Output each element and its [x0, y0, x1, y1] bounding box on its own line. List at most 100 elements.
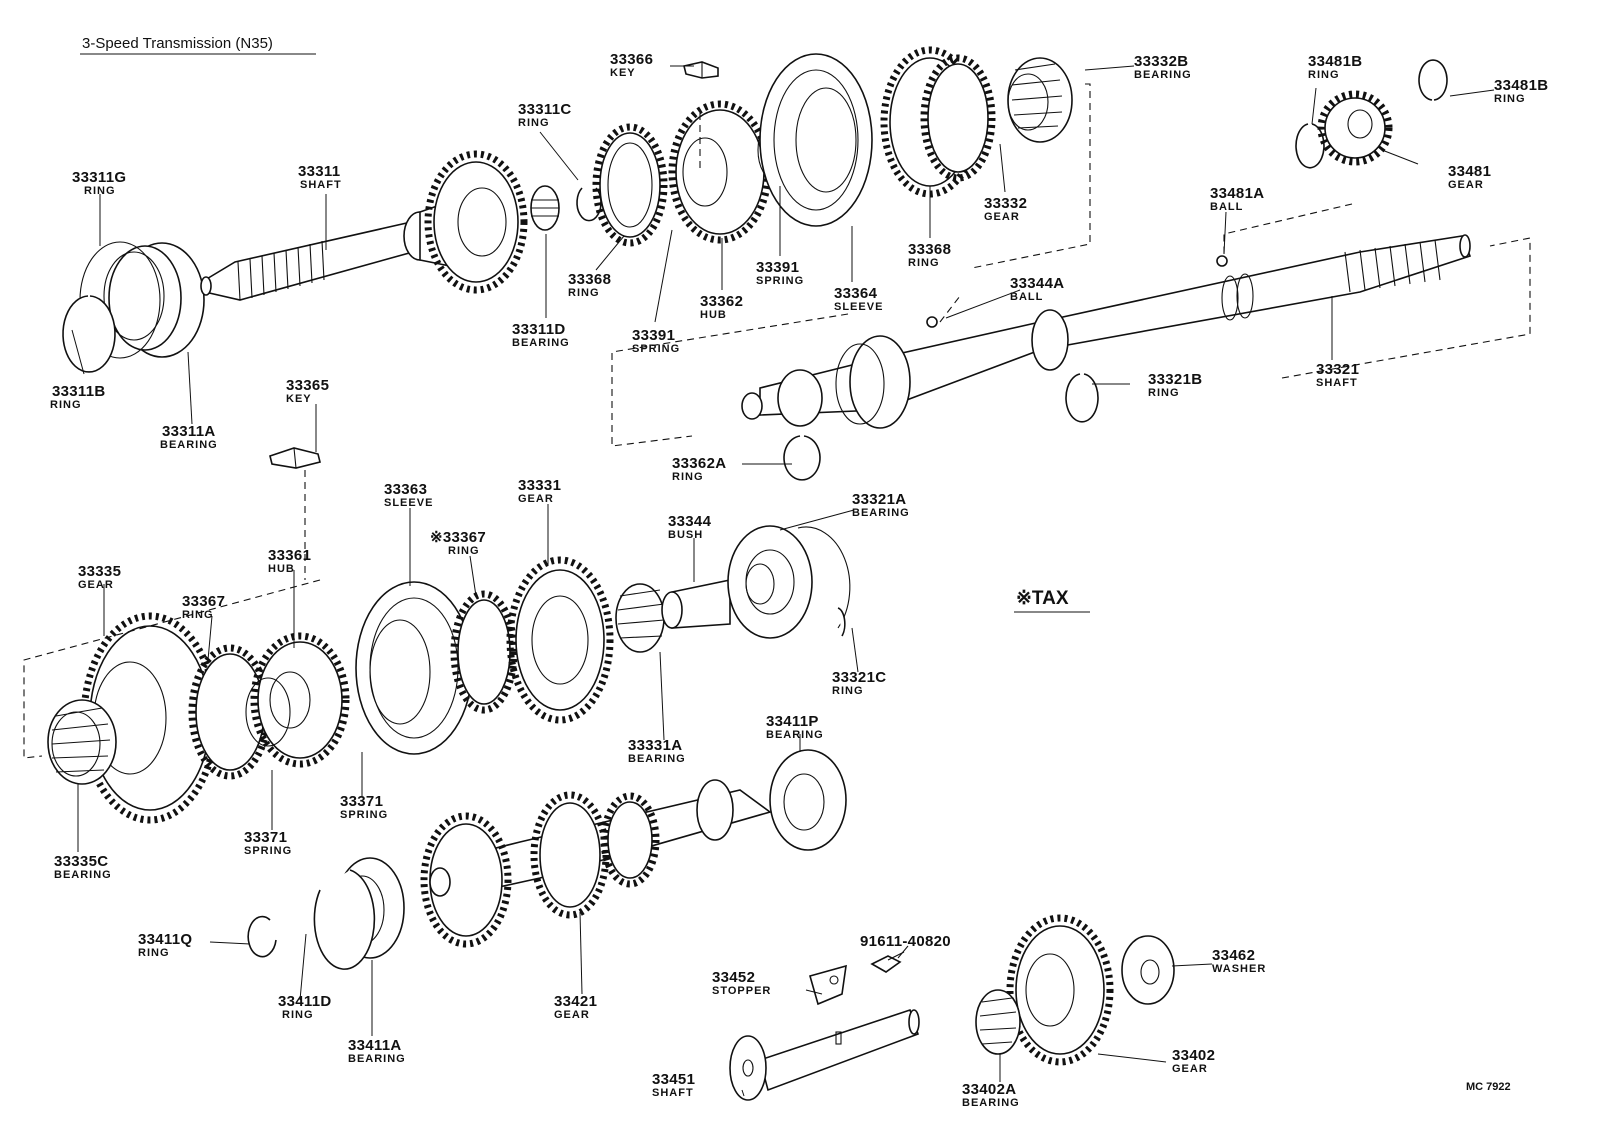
figure-code: MC 7922: [1466, 1081, 1511, 1093]
svg-text:RING: RING: [282, 1009, 314, 1021]
svg-text:33481A: 33481A: [1210, 185, 1264, 202]
svg-text:33367: 33367: [182, 593, 225, 610]
svg-text:33321: 33321: [1316, 361, 1359, 378]
svg-text:RING: RING: [84, 185, 116, 197]
svg-text:BUSH: BUSH: [668, 529, 703, 541]
svg-text:33481B: 33481B: [1308, 53, 1362, 70]
output-bearing-illustration: [727, 525, 851, 639]
svg-text:33311G: 33311G: [72, 169, 126, 186]
svg-text:GEAR: GEAR: [1172, 1063, 1208, 1075]
svg-text:33481B: 33481B: [1494, 77, 1548, 94]
svg-text:RING: RING: [672, 471, 704, 483]
svg-text:GEAR: GEAR: [1448, 179, 1484, 191]
svg-text:33368: 33368: [568, 271, 611, 288]
svg-text:KEY: KEY: [610, 67, 636, 79]
svg-text:RING: RING: [1148, 387, 1180, 399]
ball-upper-illustration: [1216, 255, 1228, 267]
svg-text:BEARING: BEARING: [160, 439, 218, 451]
diagram-title: 3-Speed Transmission (N35): [82, 35, 273, 52]
svg-text:33411A: 33411A: [348, 1037, 402, 1054]
idler-shaft-illustration: [729, 1008, 920, 1101]
svg-text:GEAR: GEAR: [78, 579, 114, 591]
svg-text:33321C: 33321C: [832, 669, 886, 686]
svg-text:33365: 33365: [286, 377, 329, 394]
svg-text:BEARING: BEARING: [512, 337, 570, 349]
tax-legend: ※TAX: [1016, 588, 1069, 609]
leader-lines: [71, 65, 1495, 1097]
key-upper-illustration: [683, 61, 719, 79]
svg-text:33331: 33331: [518, 477, 561, 494]
pilot-bearing-illustration: [530, 185, 602, 231]
snap-ring-hub-illustration: [783, 435, 821, 481]
parts-illustration: [47, 46, 1472, 1101]
key-lower-illustration: [269, 447, 321, 469]
svg-text:33363: 33363: [384, 481, 427, 498]
svg-text:33391: 33391: [756, 259, 799, 276]
svg-text:RING: RING: [832, 685, 864, 697]
svg-text:SPRING: SPRING: [244, 845, 292, 857]
svg-text:BEARING: BEARING: [962, 1097, 1020, 1109]
svg-text:BALL: BALL: [1210, 201, 1243, 213]
svg-text:33462: 33462: [1212, 947, 1255, 964]
svg-text:33481: 33481: [1448, 163, 1491, 180]
svg-text:KEY: KEY: [286, 393, 312, 405]
svg-text:33402: 33402: [1172, 1047, 1215, 1064]
svg-text:SHAFT: SHAFT: [652, 1087, 694, 1099]
svg-text:33402A: 33402A: [962, 1081, 1016, 1098]
svg-text:33362A: 33362A: [672, 455, 726, 472]
svg-text:BEARING: BEARING: [852, 507, 910, 519]
svg-text:33335C: 33335C: [54, 853, 108, 870]
svg-text:33321A: 33321A: [852, 491, 906, 508]
svg-text:33331A: 33331A: [628, 737, 682, 754]
svg-text:BEARING: BEARING: [1134, 69, 1192, 81]
svg-text:RING: RING: [1494, 93, 1526, 105]
svg-text:BEARING: BEARING: [628, 753, 686, 765]
svg-text:33361: 33361: [268, 547, 311, 564]
synchro-hub-lower-illustration: [188, 632, 350, 780]
svg-text:HUB: HUB: [700, 309, 727, 321]
sleeve-lower-illustration: [355, 581, 473, 755]
svg-text:33311C: 33311C: [518, 101, 572, 118]
synchro-ring-upper-illustration: [592, 123, 668, 247]
counter-rear-bearing-illustration: [247, 857, 405, 970]
counter-gear-illustration: [420, 779, 772, 948]
stopper-bolt-illustration: [809, 951, 905, 1006]
low-gear-illustration: [47, 612, 220, 824]
svg-text:BEARING: BEARING: [766, 729, 824, 741]
svg-text:SPRING: SPRING: [756, 275, 804, 287]
input-shaft-illustration: [200, 150, 528, 301]
svg-text:RING: RING: [908, 257, 940, 269]
svg-text:33332B: 33332B: [1134, 53, 1188, 70]
svg-text:91611-40820: 91611-40820: [860, 933, 951, 950]
svg-text:RING: RING: [182, 609, 214, 621]
input-bearing-illustration: [62, 241, 205, 373]
sleeve-upper-illustration: [759, 53, 873, 227]
svg-text:33311: 33311: [298, 163, 340, 180]
svg-text:BEARING: BEARING: [54, 869, 112, 881]
ball-lower-illustration: [926, 316, 938, 328]
svg-text:SPRING: SPRING: [632, 343, 680, 355]
